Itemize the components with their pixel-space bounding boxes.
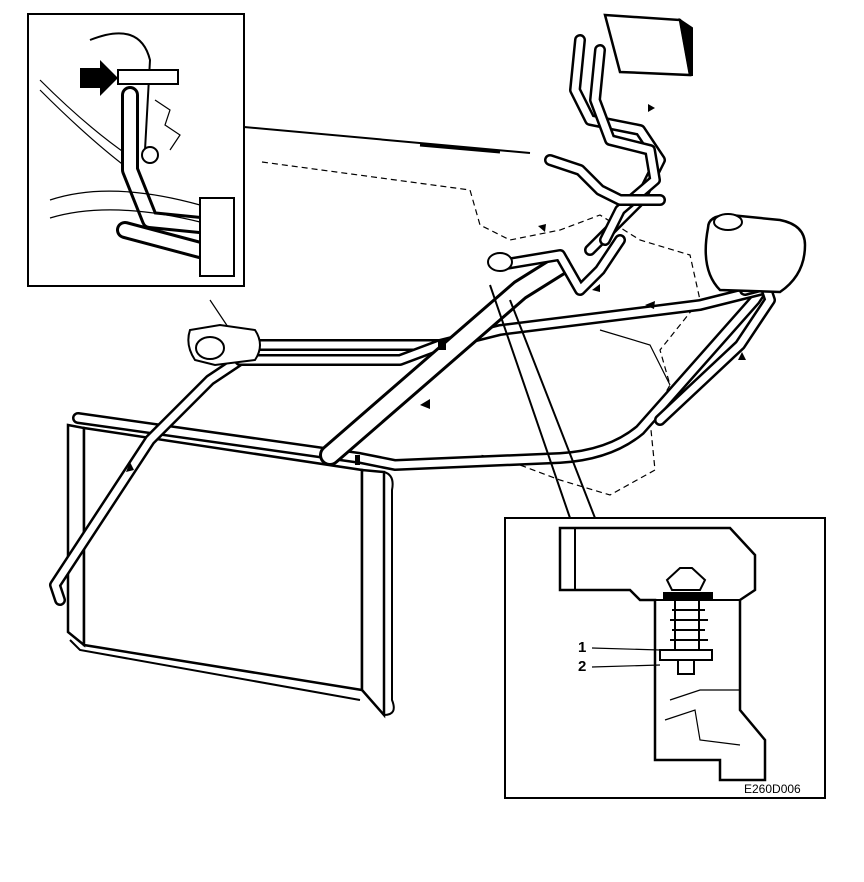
inset-thermostat-detail — [489, 284, 826, 799]
inset-sensor-detail — [27, 13, 531, 287]
coolant-pipes — [49, 34, 776, 606]
hose-clamps — [355, 252, 513, 465]
expansion-tank — [704, 213, 807, 294]
arrow-right-icon — [80, 60, 118, 96]
heater-valve — [187, 323, 261, 367]
throttle-housing — [603, 13, 693, 77]
callout-2-label: 2 — [578, 658, 586, 675]
callout-1-label: 1 — [578, 639, 586, 656]
radiator — [66, 423, 395, 719]
figure-code: E260D006 — [744, 782, 801, 796]
flow-arrow-icon — [126, 104, 746, 472]
